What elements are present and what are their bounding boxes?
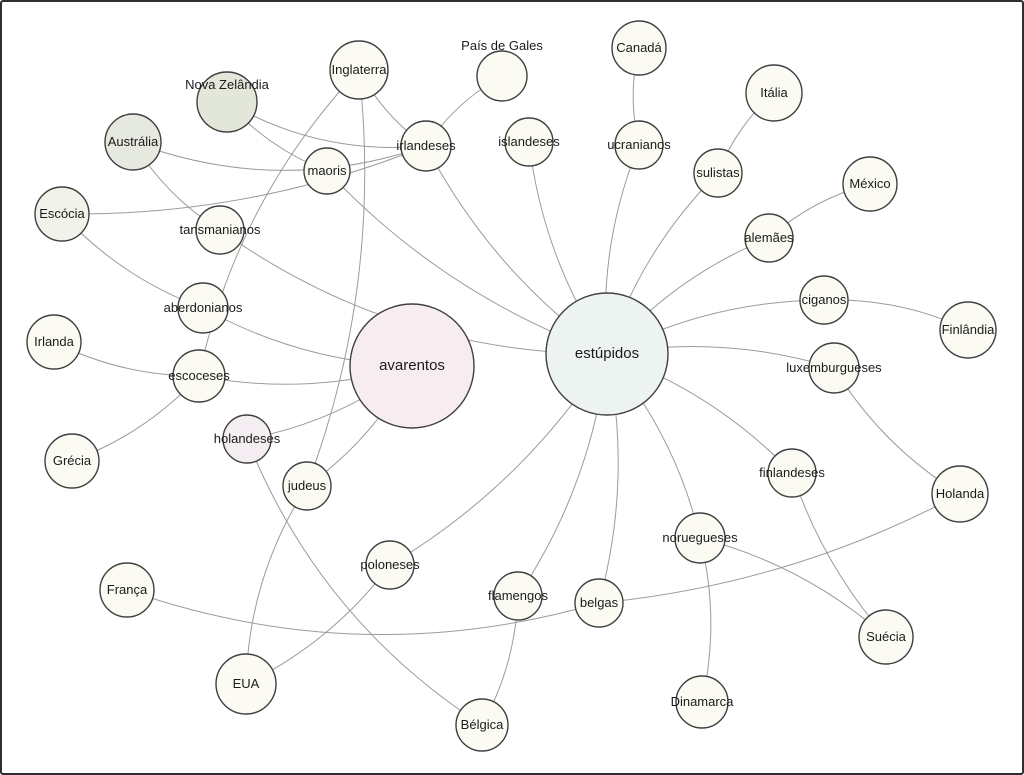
graph-node-circle-nova-zelandia[interactable] [196,71,258,133]
graph-node-ciganos[interactable]: ciganos [799,275,849,325]
graph-node-finlandeses[interactable]: finlandeses [759,448,825,498]
graph-node-escocia[interactable]: Escócia [34,186,90,242]
graph-node-circle-finlandeses[interactable] [767,448,817,498]
graph-node-belgica[interactable]: Bélgica [455,698,509,752]
graph-node-poloneses[interactable]: poloneses [360,540,420,590]
graph-edge-escocia-irlandeses [61,145,427,215]
graph-node-franca[interactable]: França [99,562,155,618]
graph-node-avarentos[interactable]: avarentos [349,303,475,429]
graph-node-circle-grecia[interactable] [44,433,100,489]
graph-node-nova-zelandia[interactable]: Nova Zelândia [185,71,270,133]
graph-node-circle-finlandia[interactable] [939,301,997,359]
graph-edge-holanda-belgas [598,493,961,604]
graph-node-islandeses[interactable]: islandeses [498,117,560,167]
graph-node-noruegueses[interactable]: noruegueses [662,512,738,564]
graph-node-circle-inglaterra[interactable] [329,40,389,100]
graph-node-circle-italia[interactable] [745,64,803,122]
graph-node-flamengos[interactable]: flamengos [488,571,548,621]
graph-edge-belgica-holandeses [246,438,483,726]
graph-node-pais-de-gales[interactable]: País de Gales [461,38,543,102]
graph-node-escoceses[interactable]: escoceses [168,349,230,403]
graph-node-sulistas[interactable]: sulistas [693,148,743,198]
graph-node-suecia[interactable]: Suécia [858,609,914,665]
graph-node-circle-flamengos[interactable] [493,571,543,621]
graph-node-circle-belgas[interactable] [574,578,624,628]
graph-node-eua[interactable]: EUA [215,653,277,715]
graph-edge-suecia-noruegueses [699,537,887,638]
graph-node-canada[interactable]: Canadá [611,20,667,76]
graph-node-mexico[interactable]: México [842,156,898,212]
graph-node-grecia[interactable]: Grécia [44,433,100,489]
graph-node-circle-escoceses[interactable] [172,349,226,403]
graph-node-circle-holanda[interactable] [931,465,989,523]
graph-node-circle-holandeses[interactable] [222,414,272,464]
nodes-layer: Nova Zelândia Inglaterra País de Gales Cana… [26,20,997,752]
graph-node-circle-avarentos[interactable] [349,303,475,429]
graph-node-circle-judeus[interactable] [282,461,332,511]
graph-node-circle-noruegueses[interactable] [674,512,726,564]
graph-node-holandeses[interactable]: holandeses [214,414,281,464]
graph-edge-australia-irlandeses [132,141,427,171]
graph-edge-franca-belgas [126,589,600,635]
graph-node-circle-ciganos[interactable] [799,275,849,325]
graph-node-holanda[interactable]: Holanda [931,465,989,523]
graph-node-circle-irlandeses[interactable] [400,120,452,172]
graph-node-italia[interactable]: Itália [745,64,803,122]
graph-node-inglaterra[interactable]: Inglaterra [329,40,389,100]
graph-node-circle-australia[interactable] [104,113,162,171]
graph-node-irlanda[interactable]: Irlanda [26,314,82,370]
graph-node-circle-tansmanianos[interactable] [195,205,245,255]
graph-node-circle-sulistas[interactable] [693,148,743,198]
graph-node-judeus[interactable]: judeus [282,461,332,511]
graph-node-irlandeses[interactable]: irlandeses [396,120,456,172]
graph-node-maoris[interactable]: maoris [303,147,351,195]
graph-node-ucranianos[interactable]: ucranianos [607,120,671,170]
graph-node-circle-estupidos[interactable] [545,292,669,416]
graph-node-circle-alemaes[interactable] [744,213,794,263]
graph-node-aberdonianos[interactable]: aberdonianos [164,282,243,334]
graph-edge-suecia-finlandeses [791,472,887,638]
graph-node-finlandia[interactable]: Finlândia [939,301,997,359]
graph-node-circle-maoris[interactable] [303,147,351,195]
graph-node-circle-ucranianos[interactable] [614,120,664,170]
graph-node-circle-belgica[interactable] [455,698,509,752]
graph-node-circle-luxemburgueses[interactable] [808,342,860,394]
graph-node-estupidos[interactable]: estúpidos [545,292,669,416]
graph-node-circle-mexico[interactable] [842,156,898,212]
graph-node-circle-pais-de-gales[interactable] [476,50,528,102]
graph-node-circle-canada[interactable] [611,20,667,76]
graph-node-alemaes[interactable]: alemães [744,213,794,263]
graph-node-circle-dinamarca[interactable] [675,675,729,729]
graph-node-circle-franca[interactable] [99,562,155,618]
graph-node-luxemburgueses[interactable]: luxemburgueses [786,342,882,394]
graph-node-circle-suecia[interactable] [858,609,914,665]
graph-node-circle-irlanda[interactable] [26,314,82,370]
graph-node-circle-islandeses[interactable] [504,117,554,167]
graph-node-circle-escocia[interactable] [34,186,90,242]
graph-edge-inglaterra-judeus [306,69,366,487]
graph-node-australia[interactable]: Austrália [104,113,162,171]
graph-node-circle-eua[interactable] [215,653,277,715]
graph-node-circle-aberdonianos[interactable] [177,282,229,334]
graph-node-dinamarca[interactable]: Dinamarca [671,675,735,729]
graph-node-belgas[interactable]: belgas [574,578,624,628]
graph-node-circle-poloneses[interactable] [365,540,415,590]
